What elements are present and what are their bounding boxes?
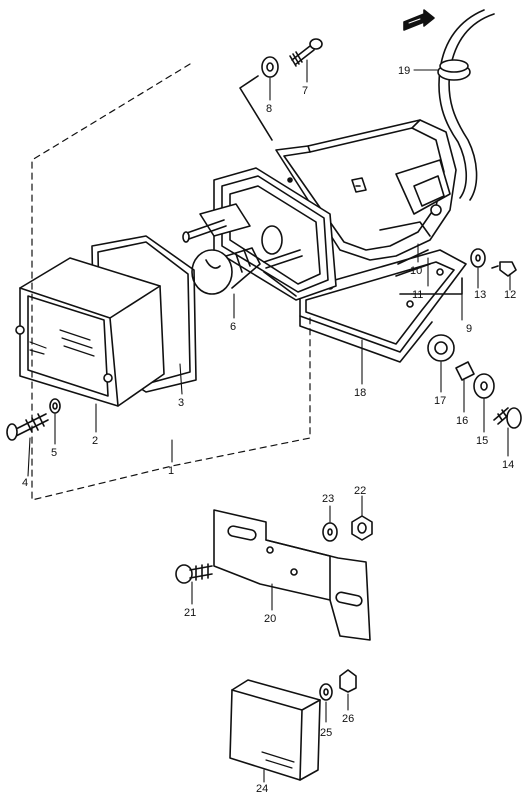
callout-3: 3	[178, 397, 184, 409]
callout-7: 7	[302, 85, 308, 97]
bolt-7	[289, 38, 323, 67]
callout-23: 23	[322, 493, 334, 505]
callout-11: 11	[412, 289, 423, 301]
washer-23	[322, 522, 338, 542]
bulb-6	[191, 247, 261, 295]
spacer-16	[455, 361, 475, 381]
callout-20: 20	[264, 613, 276, 625]
wire-harness	[438, 9, 495, 201]
callout-10: 10	[410, 265, 422, 277]
callout-26: 26	[342, 713, 354, 725]
callout-24: 24	[256, 783, 268, 795]
lens-2	[15, 257, 165, 407]
callout-labels: 19 8 7 10 11 13 12 9 17 16 15 14 18 6 3 …	[22, 65, 516, 795]
callout-16: 16	[456, 415, 468, 427]
nut-17	[427, 334, 455, 362]
callout-18: 18	[354, 387, 366, 399]
bolt-14	[493, 407, 522, 429]
washer-8	[261, 56, 279, 78]
direction-arrow-icon	[403, 9, 435, 31]
callout-2: 2	[92, 435, 98, 447]
callout-21: 21	[184, 607, 196, 619]
washer-15	[473, 373, 495, 399]
callout-1: 1	[168, 465, 174, 477]
callout-9: 9	[466, 323, 472, 335]
washer-5	[49, 398, 61, 414]
callout-22: 22	[354, 485, 366, 497]
base-plate-18	[299, 249, 467, 363]
callout-4: 4	[22, 477, 28, 489]
leader-lines	[27, 59, 511, 783]
assembly-outline-1	[31, 63, 311, 501]
callout-15: 15	[476, 435, 488, 447]
taillight-housing-bracket	[275, 119, 457, 261]
license-bracket-20	[213, 509, 371, 641]
reflector-24	[229, 679, 321, 781]
nut-22	[351, 515, 373, 541]
callout-25: 25	[320, 727, 332, 739]
leader-bracket-8	[239, 75, 273, 141]
callout-12: 12	[504, 289, 516, 301]
bolt-21	[175, 563, 213, 584]
callout-13: 13	[474, 289, 486, 301]
nut-26	[339, 669, 357, 693]
bracket-10-11-line	[395, 249, 431, 277]
callout-19: 19	[398, 65, 410, 77]
screw-4	[6, 413, 49, 441]
callout-8: 8	[266, 103, 272, 115]
callout-6: 6	[230, 321, 236, 333]
callout-17: 17	[434, 395, 446, 407]
washer-13	[470, 248, 486, 268]
washer-25	[319, 683, 333, 701]
screw-12	[491, 261, 517, 277]
grommet-19	[437, 59, 471, 81]
callout-14: 14	[502, 459, 514, 471]
lamp-socket-assembly	[182, 167, 337, 301]
callout-5: 5	[51, 447, 57, 459]
